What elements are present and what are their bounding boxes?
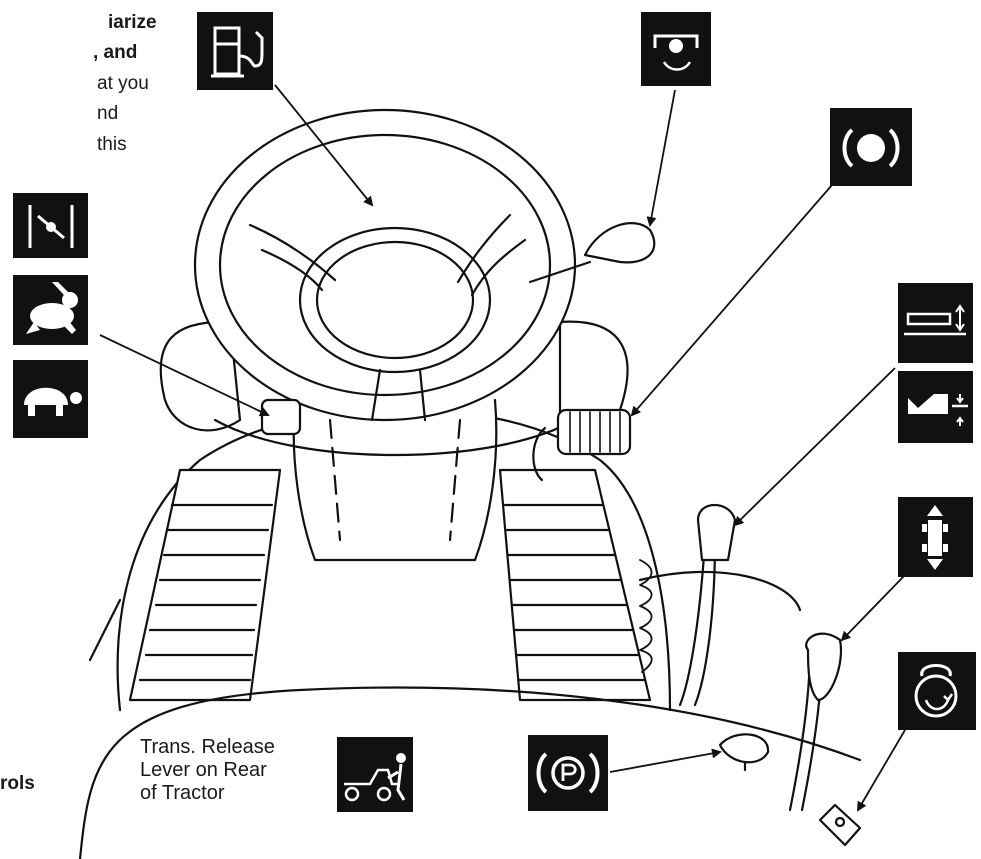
- tractor-illustration: [78, 108, 862, 859]
- trans-release-line-3: of Tractor: [140, 782, 225, 804]
- height-lever-arrow: [733, 367, 896, 527]
- brake-arrow: [630, 184, 833, 417]
- turtle-slow-icon: [13, 360, 88, 438]
- intro-line-4: nd: [97, 103, 119, 124]
- transmission-release-icon: [337, 737, 413, 812]
- pointer-arrows: [99, 84, 906, 812]
- left-tread-ribs: [138, 503, 274, 682]
- fuel-icon: [197, 12, 273, 90]
- rabbit-fast-icon: [13, 275, 88, 345]
- right-tread-ribs: [503, 503, 646, 682]
- trans-release-line-1: Trans. Release: [140, 736, 275, 758]
- brake-pedal-ribs: [569, 411, 621, 453]
- deck-height-icon: [898, 283, 973, 363]
- intro-line-3: at you: [97, 73, 149, 94]
- fuel-arrow: [274, 84, 374, 207]
- pto-arrow: [646, 89, 676, 227]
- throttle-choke-icon: [13, 193, 88, 258]
- ignition-icon: [898, 652, 976, 730]
- intro-line-5: this: [97, 134, 127, 155]
- footer-fragment: rols: [0, 773, 35, 794]
- brake-pedal-icon: [830, 108, 912, 186]
- ignition-arrow: [856, 729, 906, 812]
- intro-line-1: iarize: [108, 12, 157, 33]
- speed-lever-arrow: [99, 334, 270, 417]
- cutting-height-icon: [898, 371, 973, 443]
- forward-reverse-icon: [898, 497, 973, 577]
- trans-release-line-2: Lever on Rear: [140, 759, 267, 781]
- fwd-rev-arrow: [840, 574, 906, 642]
- parking-arrow: [609, 748, 722, 773]
- intro-line-2: , and: [93, 42, 138, 63]
- parking-brake-icon: [528, 735, 608, 811]
- pto-engage-icon: [641, 12, 711, 86]
- trans-release-caption: Trans. Release Lever on Rear of Tractor: [140, 736, 275, 805]
